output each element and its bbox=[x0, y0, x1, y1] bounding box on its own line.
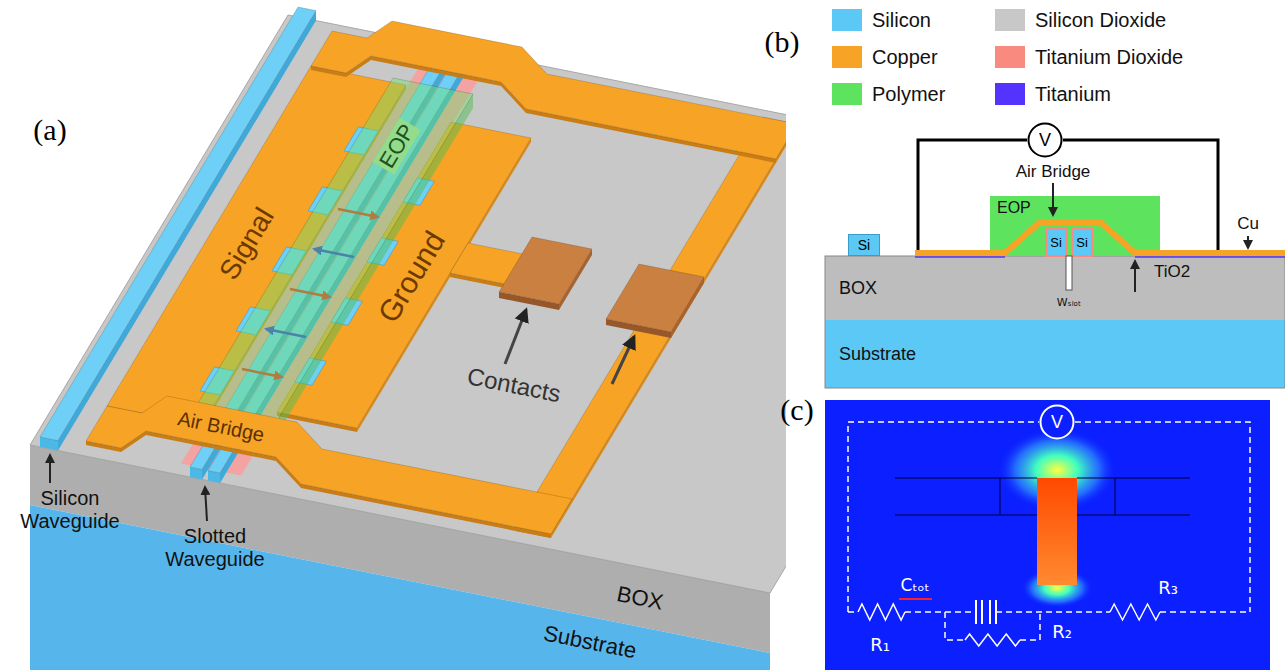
part-label: Cu bbox=[1237, 214, 1259, 234]
node-text: EOP bbox=[997, 199, 1031, 217]
eop-cladding bbox=[195, 78, 473, 424]
component-label: R₁ bbox=[870, 635, 890, 656]
air-bridge bbox=[86, 396, 572, 534]
resistor-symbol bbox=[1110, 604, 1160, 620]
titanium-layer bbox=[915, 256, 1005, 258]
part-label: Si bbox=[1076, 236, 1088, 251]
circuit-wire bbox=[848, 611, 858, 613]
panel-letter: (a) bbox=[33, 113, 66, 148]
field-background bbox=[825, 400, 1270, 670]
part-label: TiO2 bbox=[1154, 262, 1190, 282]
node-text: Substrate bbox=[839, 344, 916, 365]
legend-swatch bbox=[995, 83, 1025, 105]
capacitor-plate bbox=[975, 600, 977, 624]
dimension-label: Wₛₗₒₜ bbox=[1057, 297, 1082, 310]
circuit-wire bbox=[996, 611, 1110, 613]
capacitor-plate bbox=[989, 600, 991, 624]
legend-swatch bbox=[832, 46, 862, 68]
node-text: Si bbox=[858, 237, 870, 253]
legend-text: Polymer bbox=[872, 83, 945, 106]
legend-text: Copper bbox=[872, 46, 938, 69]
air-bridge bbox=[311, 21, 786, 159]
voltage-source: V bbox=[1027, 122, 1063, 158]
circuit-wire bbox=[1075, 422, 1250, 612]
capacitor-plate bbox=[981, 600, 983, 624]
frame-arm bbox=[516, 117, 786, 534]
device-3d bbox=[30, 7, 786, 670]
panel-letter: (c) bbox=[780, 393, 813, 428]
legend-swatch bbox=[995, 9, 1025, 31]
node-text: V bbox=[1039, 130, 1051, 151]
titanium-layer bbox=[1135, 256, 1285, 258]
legend-text: Silicon Dioxide bbox=[1035, 9, 1166, 32]
circuit-wire bbox=[945, 612, 965, 640]
contact-pad bbox=[606, 264, 704, 332]
outline bbox=[1115, 478, 1116, 515]
leader-arrow bbox=[1052, 183, 1054, 215]
layer-outline bbox=[825, 256, 1285, 388]
part-label: Si bbox=[1050, 236, 1062, 251]
leader-arrow bbox=[205, 487, 207, 521]
outline bbox=[895, 515, 1037, 516]
part-label: Slotted Waveguide bbox=[160, 525, 270, 571]
slot bbox=[1066, 256, 1072, 290]
panel-letter: (b) bbox=[765, 25, 800, 60]
outline bbox=[1077, 515, 1190, 516]
component-label: R₂ bbox=[1052, 622, 1072, 643]
component-label: R₃ bbox=[1158, 578, 1178, 599]
circuit-wire bbox=[905, 611, 976, 613]
wire bbox=[1063, 140, 1218, 250]
legend-swatch bbox=[832, 83, 862, 105]
underline bbox=[899, 598, 932, 600]
box-layer bbox=[825, 256, 1285, 320]
substrate-layer bbox=[825, 320, 1285, 388]
circuit-wire bbox=[1160, 611, 1250, 613]
outline bbox=[895, 478, 1037, 479]
outline bbox=[1077, 478, 1190, 479]
field-plot bbox=[825, 400, 1270, 670]
circuit-wire bbox=[1020, 612, 1040, 640]
silicon-block: Si bbox=[848, 234, 880, 256]
node-text: V bbox=[1051, 412, 1063, 433]
cross-section bbox=[825, 140, 1285, 388]
copper-layer bbox=[915, 222, 1285, 253]
capacitor-plate bbox=[995, 600, 997, 624]
leader-arrow bbox=[1247, 236, 1249, 248]
node-text: BOX bbox=[839, 278, 877, 299]
layer-band: BOX bbox=[825, 256, 1285, 320]
leader-arrow bbox=[1134, 261, 1136, 292]
leader-arrow bbox=[612, 337, 634, 384]
resistor-symbol bbox=[858, 604, 905, 620]
legend-swatch bbox=[995, 46, 1025, 68]
legend-text: Titanium Dioxide bbox=[1035, 46, 1183, 69]
leader-arrow bbox=[49, 455, 51, 483]
legend-swatch bbox=[832, 9, 862, 31]
component-label: Cₜₒₜ bbox=[901, 576, 930, 596]
part-label: Air Bridge bbox=[1016, 162, 1091, 182]
silicon-rail bbox=[1072, 228, 1092, 256]
eop-region: EOP bbox=[990, 196, 1160, 256]
legend-text: Titanium bbox=[1035, 83, 1111, 106]
legend-text: Silicon bbox=[872, 9, 931, 32]
circle-shape bbox=[1029, 124, 1062, 157]
circle-shape bbox=[1041, 406, 1074, 439]
outline bbox=[1000, 478, 1001, 515]
layer-band: Substrate bbox=[825, 320, 1285, 388]
voltage-source: V bbox=[1039, 404, 1075, 440]
slot-field bbox=[1037, 478, 1077, 585]
leader-arrow bbox=[505, 310, 526, 364]
contact-pad bbox=[499, 237, 592, 304]
silicon-rail bbox=[1046, 228, 1066, 256]
resistor-symbol bbox=[965, 634, 1020, 646]
part-label: Silicon Waveguide bbox=[15, 487, 125, 533]
wire bbox=[918, 140, 1027, 250]
circuit-wire bbox=[848, 422, 1039, 612]
